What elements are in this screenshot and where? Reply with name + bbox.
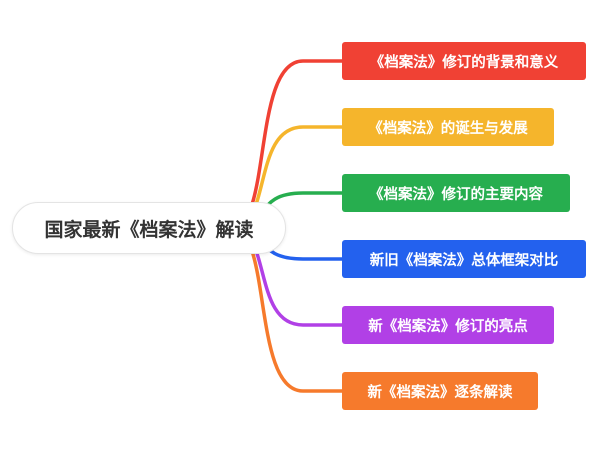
branch-topic-label: 新旧《档案法》总体框架对比 — [369, 252, 559, 269]
branch-topic-main-content[interactable]: 《档案法》修订的主要内容 — [342, 174, 570, 212]
root-topic-label: 国家最新《档案法》解读 — [44, 218, 254, 241]
root-topic[interactable]: 国家最新《档案法》解读 — [12, 202, 286, 254]
branch-topic-origin-development[interactable]: 《档案法》的诞生与发展 — [342, 108, 554, 146]
branch-topic-highlights[interactable]: 新《档案法》修订的亮点 — [342, 306, 554, 344]
branch-topic-label: 《档案法》的诞生与发展 — [368, 120, 528, 137]
branch-topic-background-significance[interactable]: 《档案法》修订的背景和意义 — [342, 42, 586, 80]
branch-topic-label: 新《档案法》修订的亮点 — [368, 318, 528, 335]
branch-topic-framework-comparison[interactable]: 新旧《档案法》总体框架对比 — [342, 240, 586, 278]
branch-topic-article-by-article[interactable]: 新《档案法》逐条解读 — [342, 372, 538, 410]
branch-topic-label: 新《档案法》逐条解读 — [367, 384, 513, 401]
branch-topic-label: 《档案法》修订的背景和意义 — [369, 54, 559, 71]
branch-topic-label: 《档案法》修订的主要内容 — [369, 186, 543, 203]
